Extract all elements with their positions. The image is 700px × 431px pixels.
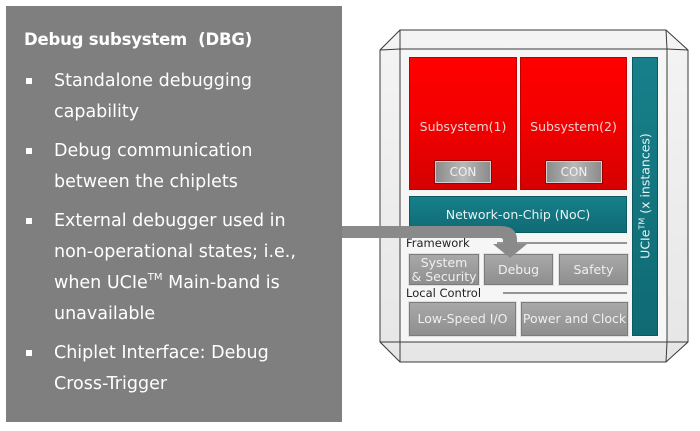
- system-security-block: System & Security: [409, 254, 479, 285]
- subsystem-2-con: CON: [546, 161, 602, 183]
- bullet-text-line: Debug communication: [54, 141, 253, 161]
- trademark-sup: TM: [147, 272, 163, 283]
- con-label: CON: [449, 165, 477, 179]
- bevel-line: [665, 341, 668, 363]
- bullet-square-icon: [26, 218, 32, 224]
- local-control-label: Local Control: [406, 286, 482, 300]
- bullet-text-line: Standalone debugging: [54, 71, 252, 91]
- power-clock-label: Power and Clock: [522, 311, 627, 326]
- safety-block: Safety: [559, 254, 628, 285]
- bevel-line: [665, 29, 668, 50]
- bullet-square-icon: [26, 78, 32, 84]
- arrow-head-icon: [493, 244, 527, 258]
- bullet-text-line: between the chiplets: [54, 172, 238, 192]
- bevel-line: [666, 48, 689, 51]
- ucie-text: when UCIe: [54, 273, 148, 293]
- subsystem-1-label: Subsystem(1): [419, 119, 507, 134]
- bullet-text-line: capability: [54, 102, 140, 122]
- arrow-shaft: [342, 226, 517, 246]
- low-speed-io-block: Low-Speed I/O: [409, 302, 516, 336]
- bullet-square-icon: [26, 350, 32, 356]
- main-band-text: Main-band is: [162, 273, 280, 293]
- bevel-line: [379, 48, 401, 51]
- bullet-text-line: Chiplet Interface: Debug: [54, 343, 269, 363]
- power-clock-block: Power and Clock: [521, 302, 628, 336]
- safety-label: Safety: [573, 261, 614, 277]
- low-speed-io-label: Low-Speed I/O: [417, 311, 508, 326]
- bullet-text-line: Cross-Trigger: [54, 374, 168, 394]
- bullet-text-line: non-operational states; i.e.,: [54, 242, 296, 262]
- panel-title: Debug subsystem (DBG): [24, 30, 253, 49]
- system-security-line2: & Security: [411, 268, 477, 284]
- framework-label: Framework: [406, 236, 470, 250]
- subsystem-1-con: CON: [435, 161, 491, 183]
- system-security-line1: System: [420, 254, 468, 270]
- description-panel: [6, 6, 342, 422]
- bullet-text-line: when UCIeTM Main-band is: [54, 268, 344, 299]
- subsystem-2-label: Subsystem(2): [530, 119, 617, 134]
- noc-label: Network-on-Chip (NoC): [445, 207, 591, 222]
- ucie-bar: [632, 57, 658, 336]
- bullet-square-icon: [26, 148, 32, 154]
- bullet-text-line: External debugger used in: [54, 211, 286, 231]
- debug-label: Debug: [497, 261, 540, 277]
- con-label: CON: [560, 165, 588, 179]
- debug-block: Debug: [484, 254, 553, 285]
- bullet-text-line: unavailable: [54, 304, 156, 324]
